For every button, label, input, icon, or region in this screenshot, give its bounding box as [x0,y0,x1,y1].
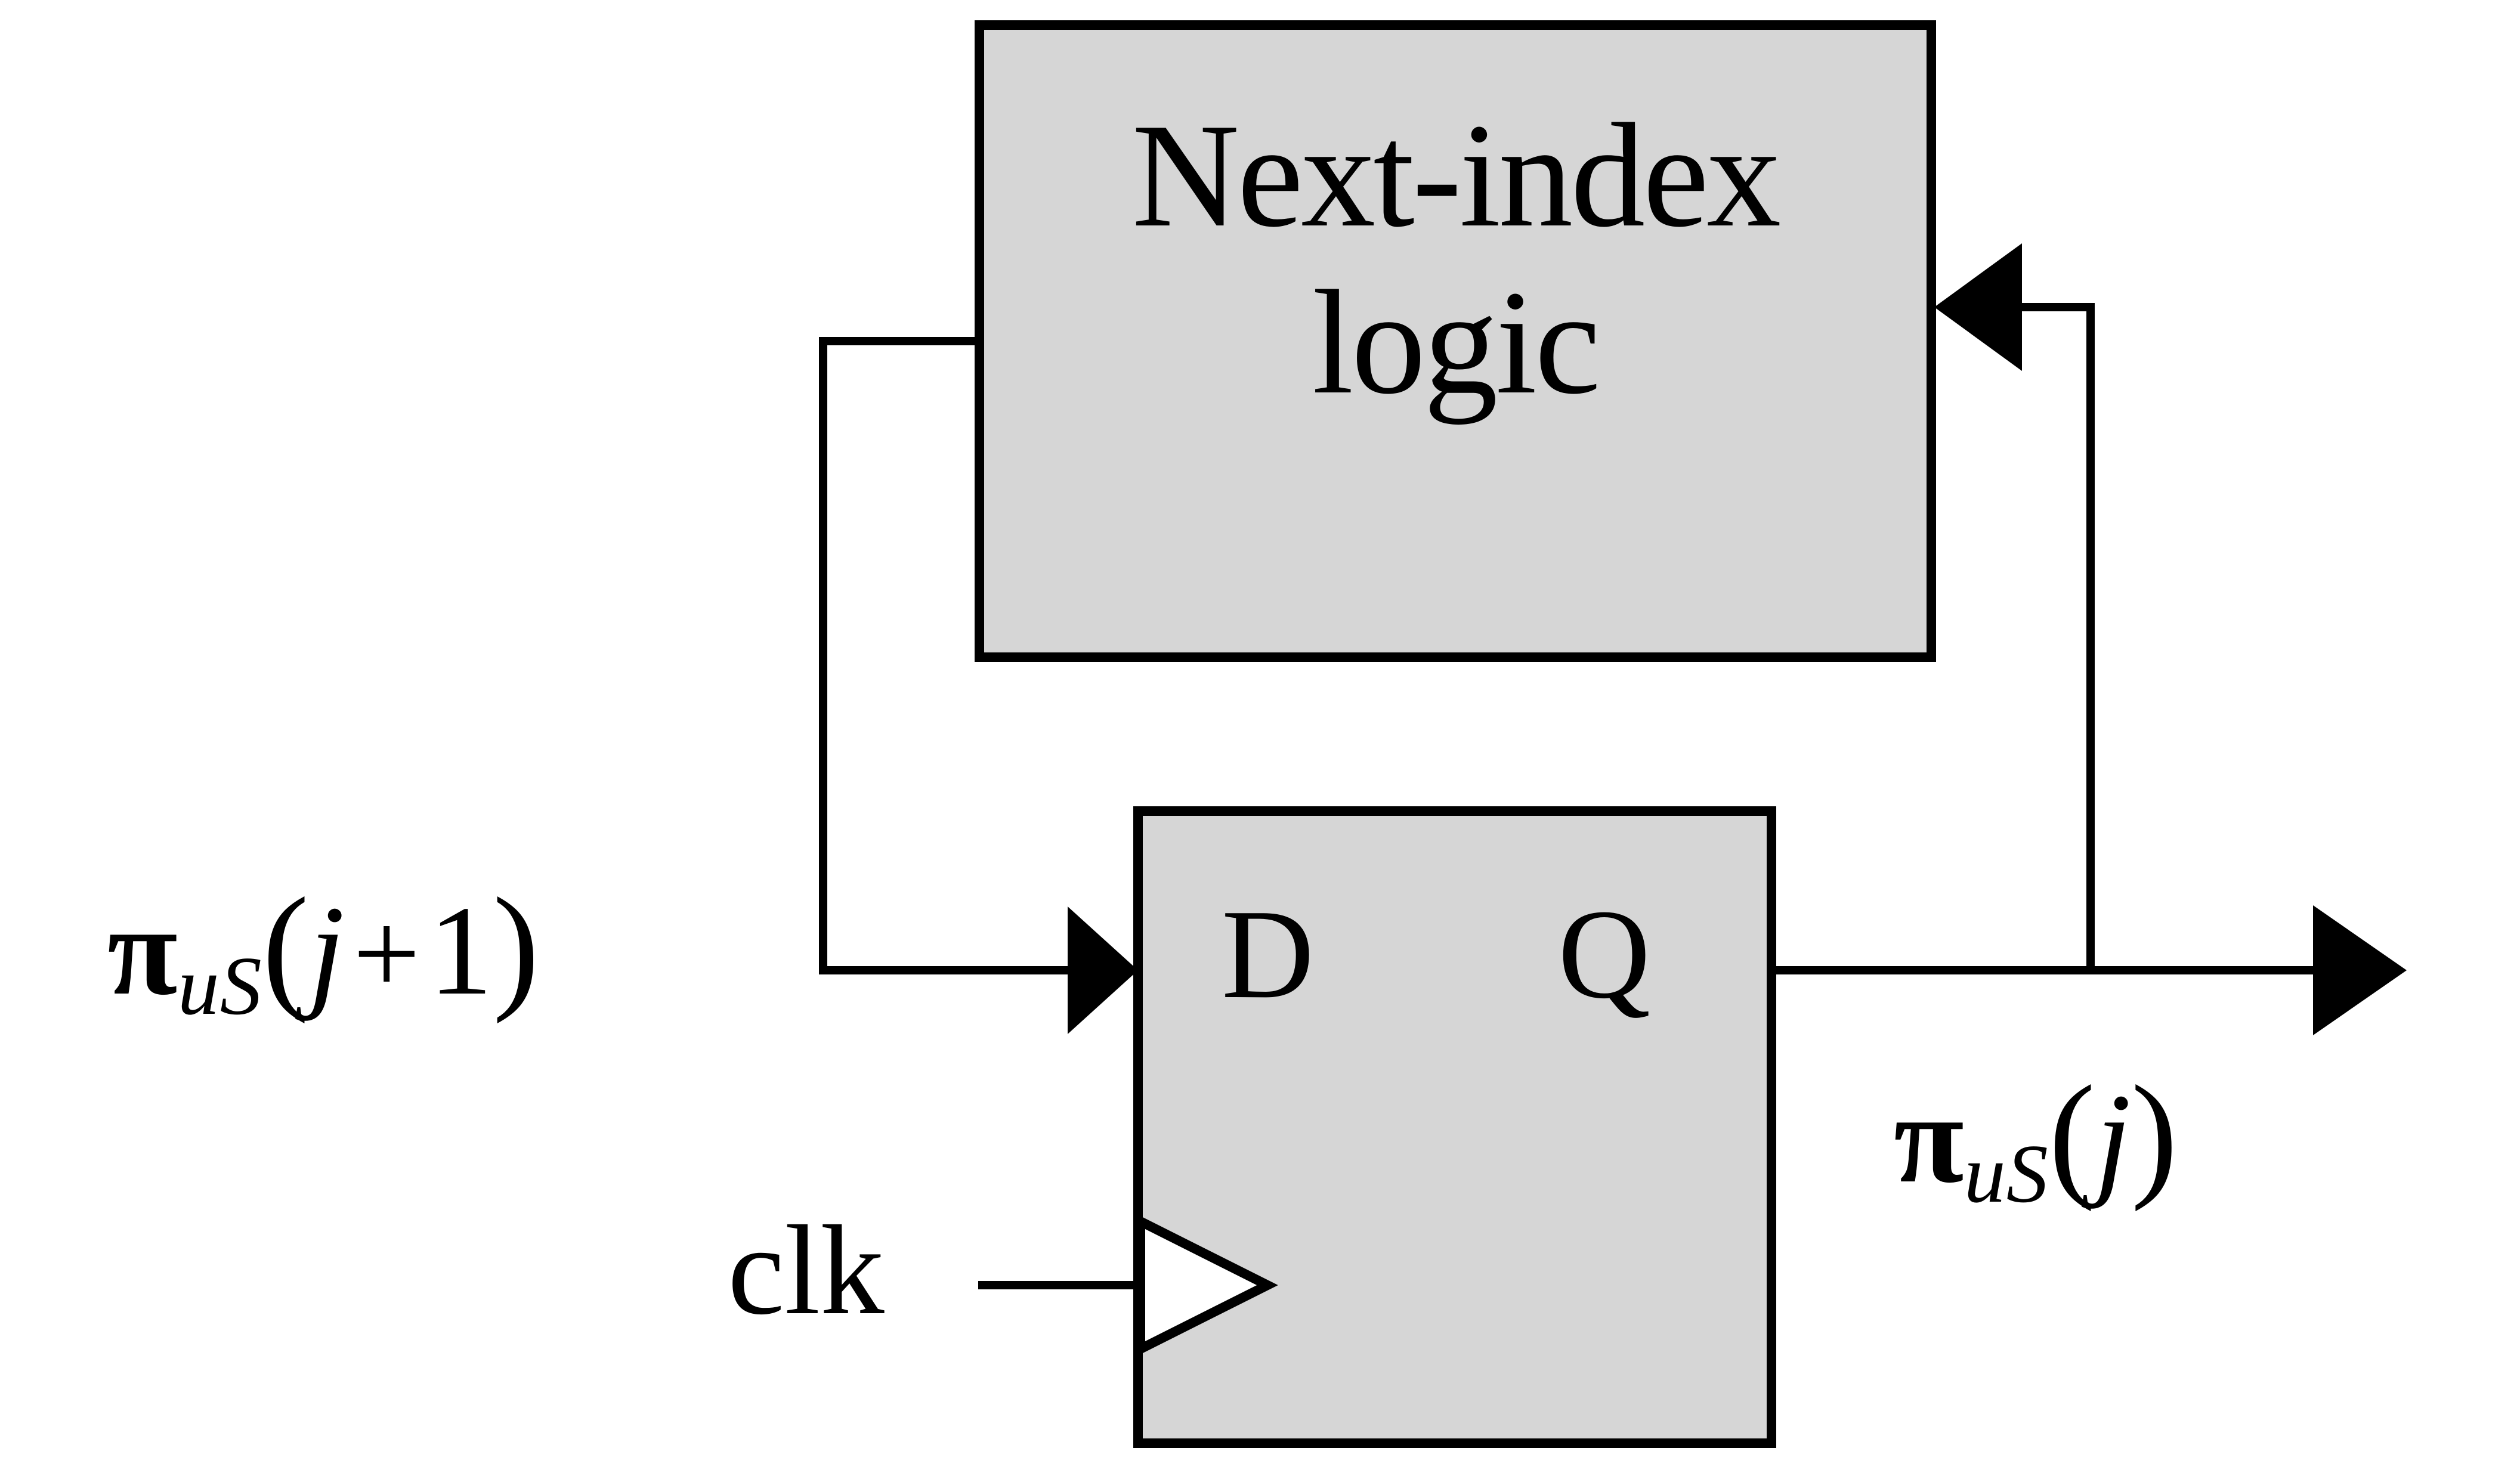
next-index-logic-label-line1: Next-index [1131,93,1782,258]
arrowhead-output [2313,905,2407,1035]
variable-j-input: j [309,879,345,1022]
close-paren-input: ) [493,869,540,1024]
next-index-logic-label: Next-index logic [979,101,1931,417]
open-paren-output: ( [2048,1057,2096,1212]
output-signal-label: πuS(j) [1894,1065,2178,1216]
next-index-logic-label-line2: logic [1312,260,1601,425]
pi-symbol-output: π [1894,1067,1964,1209]
subscript-us-input: uS [177,940,262,1033]
next-index-logic-block[interactable] [975,20,1936,662]
wire-q-feedback-to-next-index [1934,243,2095,970]
arrowhead-d-input [1068,906,1138,1034]
open-paren-input: ( [262,869,310,1024]
variable-j-output: j [2095,1067,2131,1209]
plus-operator-input: + [353,888,420,1020]
constant-one-input: 1 [428,879,493,1022]
port-label-q: Q [1558,883,1651,1025]
input-signal-label: πuS(j+1) [107,877,539,1028]
arrowhead-next-index-input [1934,243,2022,371]
subscript-us-output: uS [1964,1128,2049,1221]
close-paren-output: ) [2131,1057,2178,1212]
wire-next-index-to-d-input [819,337,1138,1034]
port-label-d: D [1222,883,1315,1025]
pi-symbol-input: π [107,879,178,1022]
wire-q-output [1771,905,2407,1035]
clk-label: clk [728,1199,885,1341]
d-flip-flop-block[interactable] [1133,806,1776,1448]
